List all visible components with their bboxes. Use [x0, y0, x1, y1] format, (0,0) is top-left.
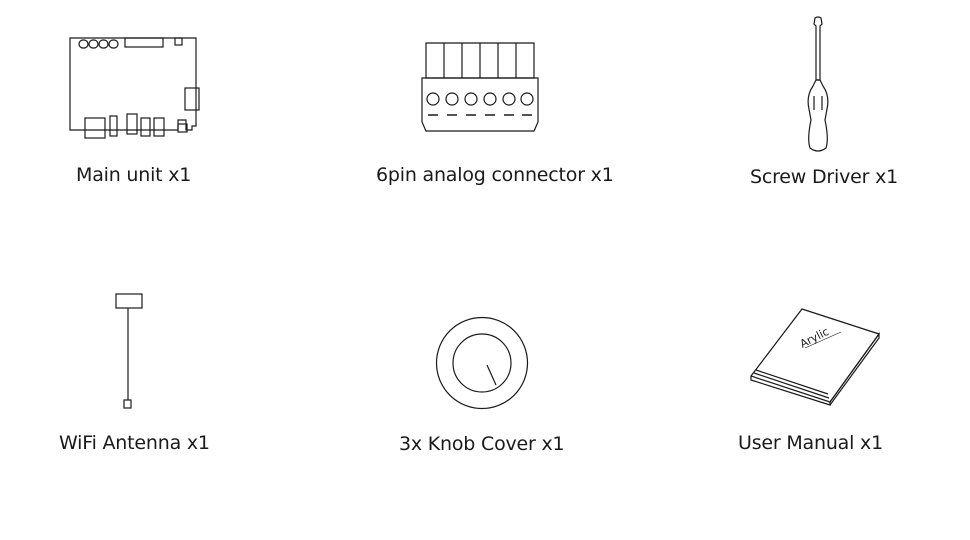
user-manual-label: User Manual x1 — [738, 432, 883, 454]
user-manual-icon: Arylic — [750, 308, 880, 406]
connector-label: 6pin analog connector x1 — [376, 164, 614, 186]
main-unit-label: Main unit x1 — [76, 164, 192, 186]
knob-cover-label: 3x Knob Cover x1 — [399, 433, 565, 455]
wifi-antenna-icon — [115, 293, 143, 409]
screwdriver-label: Screw Driver x1 — [750, 166, 899, 188]
knob-cover-icon — [435, 316, 529, 410]
circuit-board-icon — [69, 37, 200, 139]
manual-brand-logo: Arylic — [798, 325, 831, 351]
screwdriver-icon — [807, 16, 829, 152]
terminal-connector-icon — [421, 42, 539, 132]
wifi-antenna-label: WiFi Antenna x1 — [59, 432, 210, 454]
